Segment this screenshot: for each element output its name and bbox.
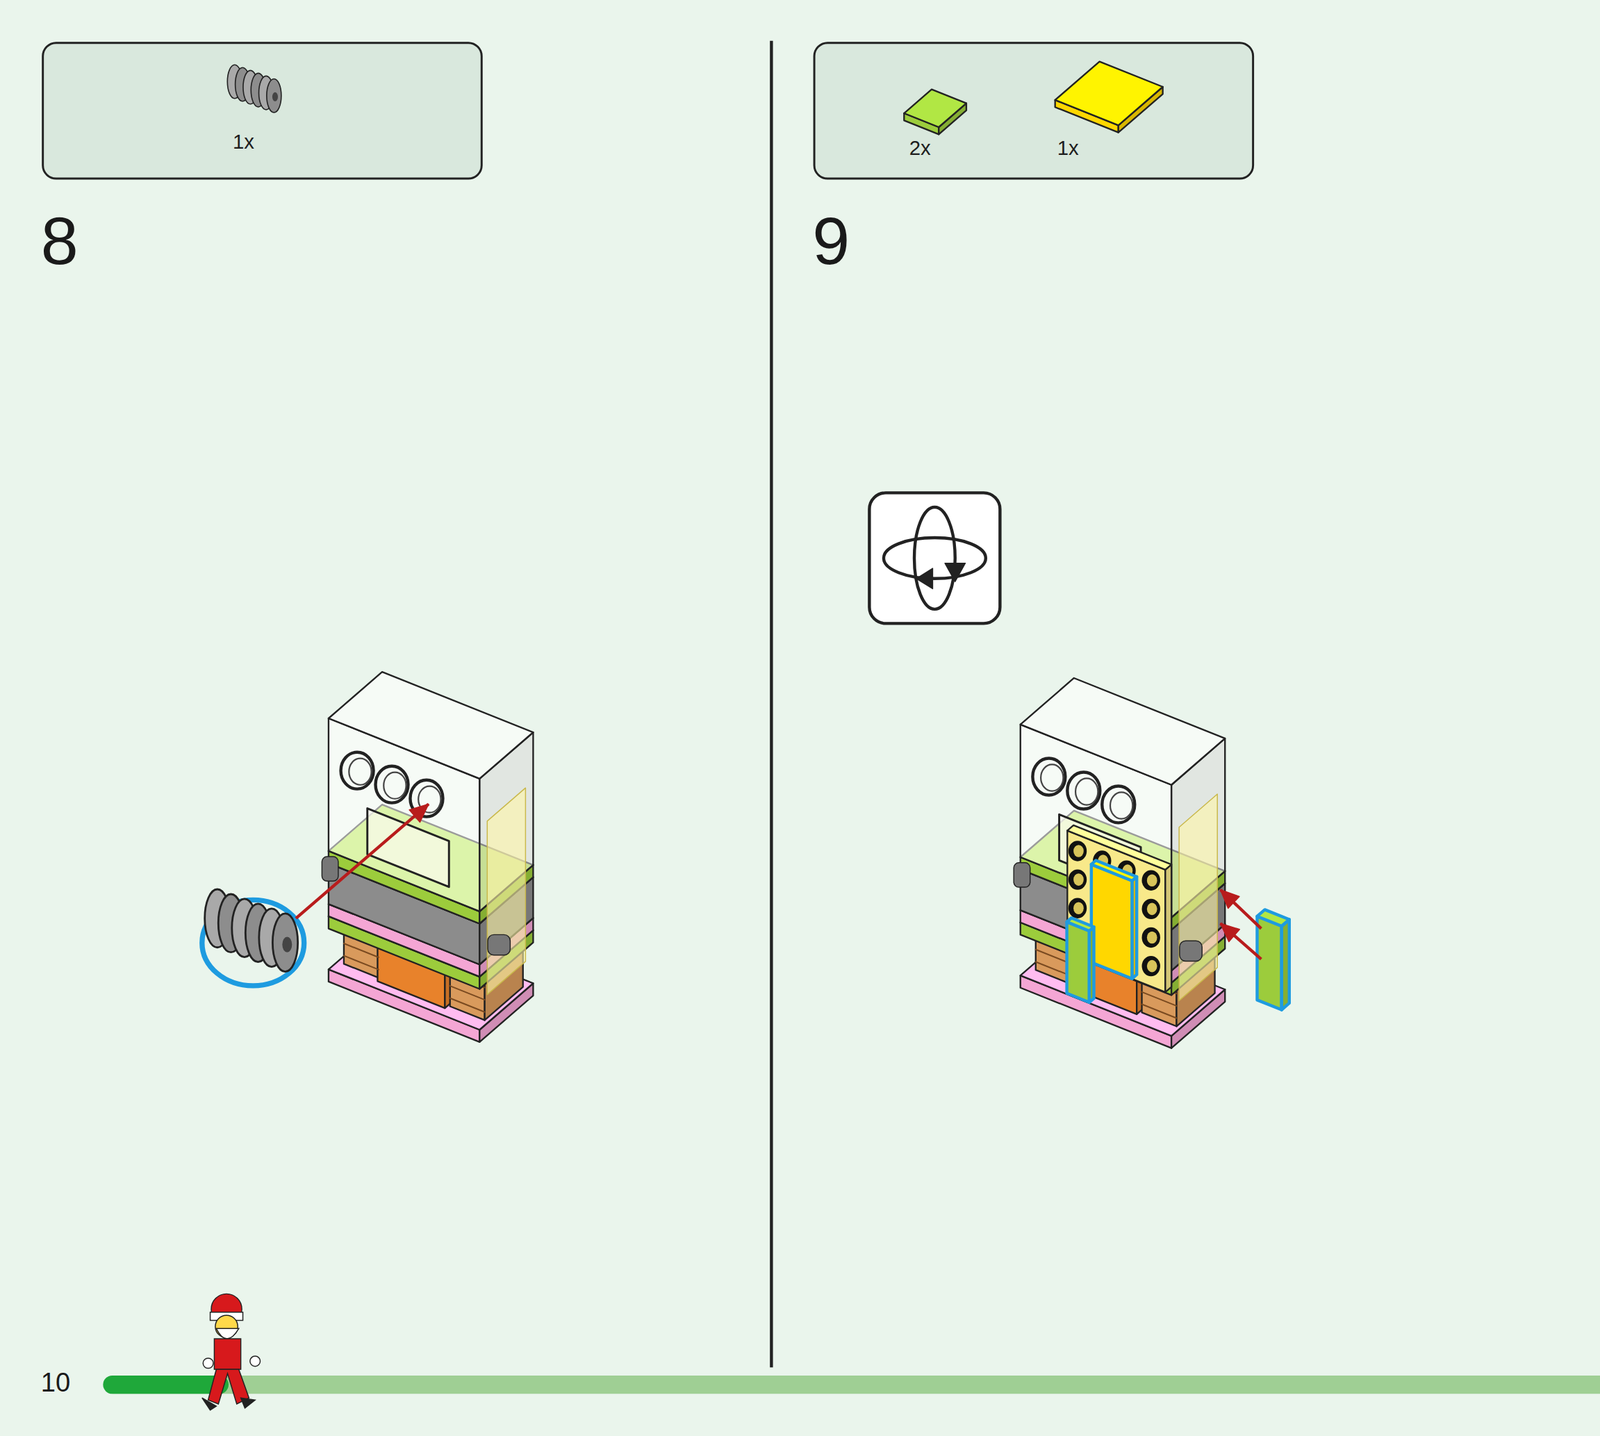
arrow-head [409, 803, 429, 822]
worm-gear [204, 889, 299, 972]
brick-model [1013, 678, 1225, 1049]
rotate-icon [869, 492, 1000, 624]
gear-thread [266, 78, 282, 112]
brick-face [1257, 916, 1282, 1011]
divider [769, 40, 773, 1368]
axle-hole [1040, 764, 1063, 791]
axle-hole [1067, 772, 1100, 810]
spring-coil [343, 955, 379, 970]
step-number: 9 [812, 202, 850, 280]
axle-hole [341, 752, 374, 790]
brick-face [1091, 860, 1137, 881]
step-number: 8 [40, 202, 79, 280]
step-8-parts [202, 803, 429, 986]
spring-coil [450, 998, 485, 1013]
stud [1068, 840, 1087, 861]
stud [1073, 873, 1084, 886]
axle-hole [1101, 786, 1135, 824]
stud [1147, 903, 1158, 916]
stud [1073, 844, 1084, 858]
spring-coil [1035, 961, 1071, 976]
clip [487, 934, 510, 955]
rotate-ring [914, 507, 956, 610]
parts-panel: 2x 1x [813, 41, 1255, 180]
part-count: 2x [909, 136, 931, 161]
axle-hole [375, 766, 409, 804]
santa-beard [216, 1328, 239, 1339]
brick-face [1020, 678, 1225, 786]
stud [1147, 873, 1158, 887]
parts-panel: 1x [41, 41, 483, 180]
santa-hand [250, 1356, 261, 1367]
clip [321, 856, 339, 881]
part-count: 1x [232, 130, 255, 155]
brick-face [903, 89, 967, 128]
axle-hole [383, 772, 406, 799]
stud [1142, 955, 1161, 977]
santa-body [213, 1338, 241, 1370]
brick-face [328, 671, 533, 779]
santa-figure [202, 1293, 261, 1410]
stud [1142, 899, 1161, 920]
brick [1091, 860, 1137, 979]
brick-face [1067, 917, 1095, 931]
brick [1257, 909, 1290, 1010]
brick [1055, 61, 1164, 133]
santa-hand [202, 1358, 214, 1369]
axle-hole [1032, 758, 1066, 796]
arrow-head [944, 563, 966, 582]
brick [903, 89, 967, 135]
brick-face [1067, 921, 1090, 1003]
brick-face [1281, 919, 1290, 1010]
brick [1067, 917, 1095, 1002]
brick-face [1091, 864, 1133, 979]
assembly-arrow [295, 803, 429, 919]
stud [1073, 901, 1084, 915]
stud [1068, 869, 1087, 890]
axle-hole [1075, 778, 1098, 805]
progress-bar [112, 1375, 1600, 1394]
part-count: 1x [1057, 136, 1079, 161]
assembly-arrow [1220, 889, 1262, 929]
clip [1179, 940, 1202, 961]
santa-boots [202, 1397, 255, 1411]
parts-panel [41, 41, 483, 180]
brick-face [1067, 825, 1172, 870]
assembly-arrow [1220, 923, 1262, 959]
brick-face [1165, 864, 1172, 993]
icon-frame [869, 492, 1000, 624]
axle-hole [272, 92, 278, 102]
clip [1013, 862, 1031, 888]
arrow-head [916, 568, 934, 589]
parts-panel [813, 41, 1255, 180]
worm-gear [227, 64, 282, 113]
arrow-head [1220, 923, 1241, 942]
brick-face [1089, 926, 1095, 1003]
stud [1142, 927, 1161, 948]
arrow-head [1220, 889, 1240, 909]
page-number: 10 [40, 1368, 71, 1400]
yellow-side [487, 787, 526, 995]
brick-face [1132, 876, 1138, 979]
gear-thread [272, 913, 298, 972]
brick-face [1055, 61, 1164, 126]
stud [1147, 931, 1158, 945]
axle-hole [1110, 792, 1133, 819]
rotate-ring [883, 537, 986, 579]
yellow-side [1178, 794, 1218, 1001]
axle-hole [282, 936, 292, 952]
brick-face [1257, 909, 1290, 927]
stud [1147, 960, 1158, 973]
stud [1068, 898, 1087, 919]
progress-done [112, 1375, 220, 1394]
brick-model [321, 671, 533, 1043]
spring-coil [1142, 1004, 1177, 1019]
axle-hole [348, 758, 371, 786]
stud [1142, 870, 1161, 891]
